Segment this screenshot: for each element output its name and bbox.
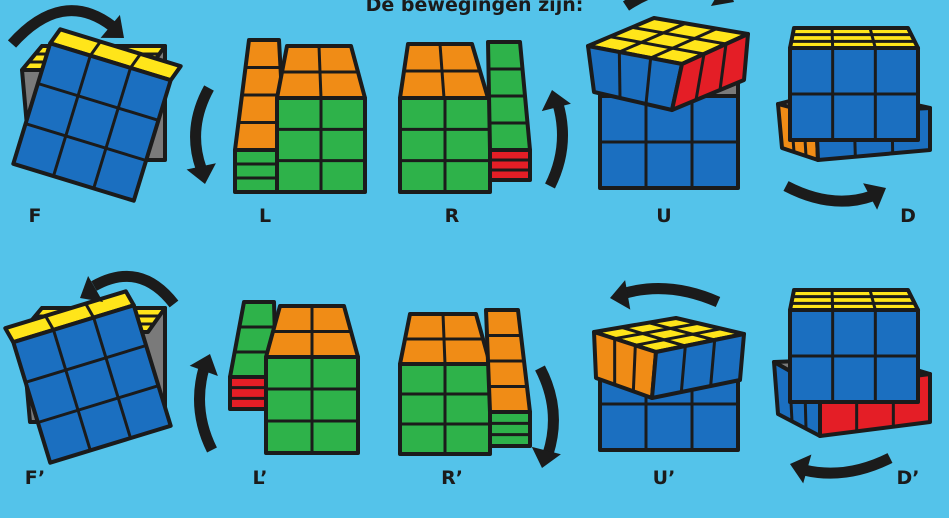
front-face xyxy=(788,308,920,404)
top-face xyxy=(264,304,360,359)
move-label: D xyxy=(900,205,916,227)
move-label: L xyxy=(259,205,271,227)
move-u: U xyxy=(586,0,750,227)
top-face xyxy=(275,44,367,100)
move-label: F’ xyxy=(25,467,46,489)
move-l: L xyxy=(186,38,367,227)
arrow-icon xyxy=(790,453,893,484)
front-face xyxy=(598,94,740,190)
move-label: R xyxy=(445,205,460,227)
right-column-front xyxy=(488,148,532,182)
arrow-icon xyxy=(610,280,721,310)
arrow-icon xyxy=(189,354,218,453)
move-d-prime: D’ xyxy=(772,288,932,489)
front-face xyxy=(788,46,920,142)
move-label: U xyxy=(656,205,671,227)
move-label: L’ xyxy=(253,467,268,489)
front-face xyxy=(398,96,492,194)
move-label: U’ xyxy=(653,467,676,489)
arrow-icon xyxy=(541,90,571,189)
move-r: R xyxy=(398,40,571,227)
top-layer-right xyxy=(670,32,750,112)
move-label: D’ xyxy=(897,467,920,489)
front-face xyxy=(275,96,367,194)
page-title: De bewegingen zijn: xyxy=(365,0,584,16)
move-label: F xyxy=(29,205,42,227)
top-face xyxy=(788,288,920,312)
front-face xyxy=(11,303,173,465)
move-d: D xyxy=(776,26,932,227)
move-f-prime: F’ xyxy=(3,270,179,489)
front-face xyxy=(398,362,492,456)
move-f: F xyxy=(7,5,183,227)
top-layer-right xyxy=(650,332,746,400)
front-face xyxy=(11,41,173,203)
move-u-prime: U’ xyxy=(592,280,746,489)
right-column-top xyxy=(484,308,532,414)
front-face xyxy=(264,355,360,455)
arrow-icon xyxy=(7,5,124,48)
arrow-icon xyxy=(531,365,561,468)
arrow-icon xyxy=(80,270,179,308)
arrow-icon xyxy=(783,181,886,210)
top-face xyxy=(398,312,492,366)
arrow-icon xyxy=(186,85,216,184)
move-r-prime: R’ xyxy=(398,308,561,489)
right-column-top xyxy=(486,40,532,152)
right-column-front xyxy=(488,410,532,448)
move-label: R’ xyxy=(441,467,463,489)
arrow-icon xyxy=(622,0,734,11)
move-l-prime: L’ xyxy=(189,300,360,489)
top-face xyxy=(788,26,920,50)
top-face xyxy=(398,42,490,100)
